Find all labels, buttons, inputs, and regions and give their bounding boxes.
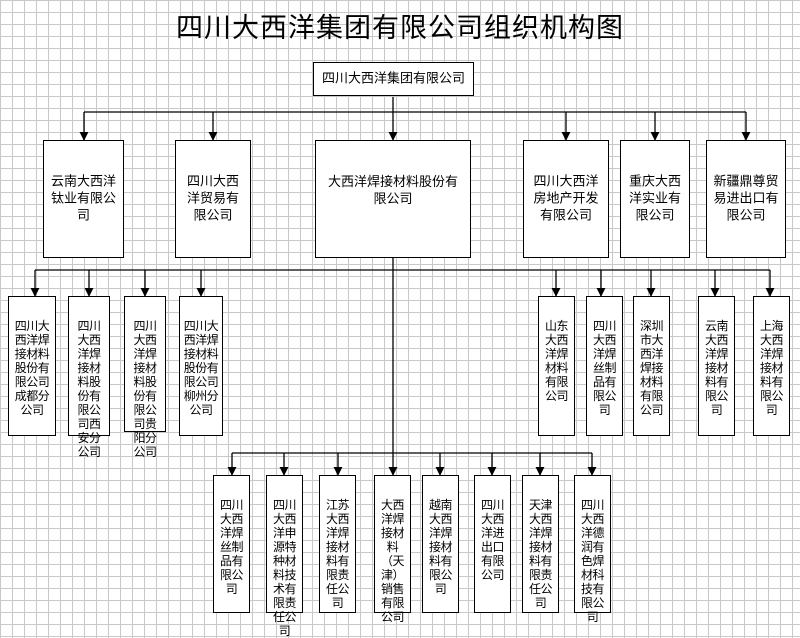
- subsidiary-node-label: 四川大西洋焊丝制品有限公司: [219, 498, 244, 596]
- branch-node[interactable]: 四川大西洋焊接材料股份有限公司柳州分公司: [179, 296, 223, 436]
- branch-node-label: 四川大西洋焊接材料股份有限公司柳州分公司: [183, 319, 219, 417]
- root-node[interactable]: 四川大西洋集团有限公司: [313, 62, 474, 96]
- branch-node-label: 山东大西洋焊材料有限公司: [544, 319, 569, 403]
- level1-node-label: 大西洋焊接材料股份有限公司: [327, 175, 458, 207]
- level1-node[interactable]: 四川大西洋房地产开发有限公司: [523, 140, 609, 258]
- subsidiary-node-label: 越南大西洋焊接材料有限公司: [428, 498, 453, 596]
- subsidiary-node[interactable]: 越南大西洋焊接材料有限公司: [422, 475, 459, 613]
- level1-node[interactable]: 云南大西洋钛业有限公司: [43, 140, 124, 258]
- level1-node[interactable]: 四川大西洋贸易有限公司: [175, 140, 251, 258]
- branch-node-label: 云南大西洋焊接材料有限公司: [704, 319, 729, 417]
- level1-node[interactable]: 大西洋焊接材料股份有限公司: [315, 140, 471, 258]
- subsidiary-node[interactable]: 大西洋焊接材料（天津）销售有限公司: [374, 475, 411, 624]
- branch-node[interactable]: 四川大西洋焊丝制品有限公司: [586, 296, 623, 436]
- subsidiary-node-label: 四川大西洋进出口有限公司: [480, 498, 505, 582]
- level1-node-label: 新疆鼎尊贸易进出口有限公司: [713, 174, 779, 224]
- branch-node-label: 四川大西洋焊接材料股份有限公司成都分公司: [14, 319, 50, 417]
- level1-node[interactable]: 重庆大西洋实业有限公司: [620, 140, 690, 258]
- branch-node-label: 四川大西洋焊接材料股份有限公司贵阳分公司: [133, 319, 157, 459]
- subsidiary-node[interactable]: 四川大西洋进出口有限公司: [474, 475, 511, 613]
- level1-node[interactable]: 新疆鼎尊贸易进出口有限公司: [706, 140, 786, 258]
- subsidiary-node-label: 四川大西洋申源特种材料技术有限责任公司: [272, 498, 297, 638]
- branch-node[interactable]: 四川大西洋焊接材料股份有限公司贵阳分公司: [124, 296, 166, 459]
- subsidiary-node[interactable]: 四川大西洋焊丝制品有限公司: [213, 475, 250, 613]
- branch-node-label: 四川大西洋焊接材料股份有限公司西安分公司: [77, 319, 101, 459]
- branch-node[interactable]: 四川大西洋焊接材料股份有限公司西安分公司: [68, 296, 110, 459]
- subsidiary-node[interactable]: 四川大西洋德润有色焊材科技有限公司: [574, 475, 611, 624]
- branch-node[interactable]: 云南大西洋焊接材料有限公司: [698, 296, 735, 436]
- branch-node[interactable]: 深圳市大西洋焊接材料有限公司: [633, 296, 670, 436]
- branch-node-label: 上海大西洋焊接材料有限公司: [759, 319, 784, 417]
- subsidiary-node-label: 天津大西洋焊接材料有限责任公司: [528, 498, 553, 610]
- chart-title: 四川大西洋集团有限公司组织机构图: [176, 13, 624, 44]
- branch-node[interactable]: 四川大西洋焊接材料股份有限公司成都分公司: [8, 296, 56, 436]
- level1-node-label: 四川大西洋贸易有限公司: [186, 174, 239, 224]
- subsidiary-node[interactable]: 江苏大西洋焊接材料有限责任公司: [319, 475, 356, 613]
- branch-node[interactable]: 上海大西洋焊接材料有限公司: [753, 296, 790, 436]
- subsidiary-node-label: 大西洋焊接材料（天津）销售有限公司: [380, 498, 405, 624]
- branch-node[interactable]: 山东大西洋焊材料有限公司: [538, 296, 575, 436]
- subsidiary-node[interactable]: 天津大西洋焊接材料有限责任公司: [522, 475, 559, 613]
- branch-node-label: 深圳市大西洋焊接材料有限公司: [639, 319, 664, 417]
- subsidiary-node-label: 江苏大西洋焊接材料有限责任公司: [325, 498, 350, 610]
- level1-node-label: 重庆大西洋实业有限公司: [628, 174, 681, 224]
- root-node-label: 四川大西洋集团有限公司: [321, 71, 465, 87]
- level1-node-label: 四川大西洋房地产开发有限公司: [533, 174, 599, 224]
- subsidiary-node-label: 四川大西洋德润有色焊材科技有限公司: [580, 498, 605, 624]
- subsidiary-node[interactable]: 四川大西洋申源特种材料技术有限责任公司: [266, 475, 303, 638]
- branch-node-label: 四川大西洋焊丝制品有限公司: [592, 319, 617, 417]
- level1-node-label: 云南大西洋钛业有限公司: [50, 174, 116, 224]
